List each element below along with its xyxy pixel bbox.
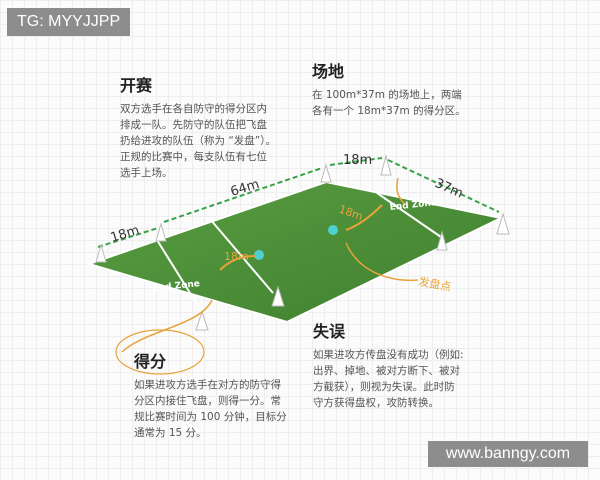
scoring-section: 得分 如果进攻方选手在对方的防守得 分区内接住飞盘，则得一分。常 规比赛时间为 …: [134, 348, 304, 441]
text-line: 各有一个 18m*37m 的得分区。: [312, 105, 466, 117]
text-line: 方截获），则视为失误。此时防: [313, 381, 455, 393]
text-line: 双方选手在各自防守的得分区内: [120, 103, 267, 115]
text-line: 出界、掉地、被对方断下、被对: [313, 365, 460, 377]
text-line: 正规的比赛中，每支队伍有七位: [120, 151, 267, 163]
text-line: 选手上场。: [120, 167, 173, 179]
field-body: 在 100m*37m 的场地上，两端 各有一个 18m*37m 的得分区。: [312, 87, 488, 119]
left-endzone-line: [156, 239, 201, 310]
width-dimension-arrow: [387, 159, 500, 213]
cone: [155, 222, 167, 242]
end-zone-label-right: End Zone: [389, 198, 437, 213]
cone: [271, 285, 285, 307]
kickoff-section: 开赛 双方选手在各自防守的得分区内 排成一队。先防守的队伍把飞盘 扔给进攻的队伍…: [120, 72, 304, 181]
cone: [380, 154, 392, 176]
turnover-title: 失误: [313, 322, 346, 341]
turnover-section: 失误 如果进攻方传盘没有成功（例如: 出界、掉地、被对方断下、被对 方截获），则…: [313, 318, 487, 411]
brick-arrow-right: [345, 204, 383, 231]
text-line: 扔给进攻的队伍（称为 “发盘”）。: [120, 135, 276, 147]
text-line: 如果进攻方选手在对方的防守得: [134, 379, 281, 391]
field-title: 场地: [312, 62, 345, 81]
scoring-title: 得分: [134, 352, 167, 371]
scoring-body: 如果进攻方选手在对方的防守得 分区内接住飞盘，则得一分。常 规比赛时间为 100…: [134, 377, 304, 441]
endzone-left-dimension-arrow: [97, 227, 159, 248]
cone: [436, 230, 448, 251]
cone: [320, 163, 332, 183]
text-line: 通常为 15 分。: [134, 427, 207, 439]
endzone-top-dimension-arrow: [329, 157, 383, 166]
score-curve: [121, 299, 213, 353]
turnover-body: 如果进攻方传盘没有成功（例如: 出界、掉地、被对方断下、被对 方截获），则视为失…: [313, 347, 487, 411]
endzone-left-label: 18m: [109, 223, 141, 246]
text-line: 在 100m*37m 的场地上，两端: [312, 89, 462, 101]
kickoff-title: 开赛: [120, 76, 153, 95]
right-endzone-line: [376, 192, 442, 238]
text-line: 分区内接住飞盘，则得一分。常: [134, 395, 281, 407]
endzone-top-label: 18m: [343, 153, 372, 168]
cone: [195, 310, 209, 331]
cone: [496, 212, 510, 235]
watermark-tag: TG: MYYJJPP: [7, 8, 131, 36]
brick-distance-left: 18m: [224, 250, 249, 263]
disc-right: [328, 225, 338, 235]
field-section: 场地 在 100m*37m 的场地上，两端 各有一个 18m*37m 的得分区。: [312, 58, 488, 119]
width-label: 37m: [432, 176, 465, 202]
brick-point-label: 发盘点: [417, 274, 452, 294]
website-url[interactable]: www.banngy.com: [428, 441, 588, 467]
text-line: 排成一队。先防守的队伍把飞盘: [120, 119, 267, 131]
playing-field: [85, 180, 505, 324]
disc-left: [254, 250, 264, 260]
score-circle: [115, 329, 205, 375]
cone: [95, 243, 107, 263]
left-brick-line: [209, 218, 274, 294]
length-dimension-arrow: [163, 167, 323, 223]
text-line: 守方获得盘权，攻防转换。: [313, 397, 439, 409]
brick-point-curve: [345, 242, 419, 282]
kickoff-body: 双方选手在各自防守的得分区内 排成一队。先防守的队伍把飞盘 扔给进攻的队伍（称为…: [120, 101, 304, 181]
brick-arrow-left: [219, 255, 256, 271]
text-line: 如果进攻方传盘没有成功（例如:: [313, 349, 464, 361]
text-line: 规比赛时间为 100 分钟，目标分: [134, 411, 287, 423]
endzone-curve-right: [396, 177, 406, 205]
cones: [95, 154, 510, 331]
end-zone-label-left: End Zone: [152, 279, 200, 294]
